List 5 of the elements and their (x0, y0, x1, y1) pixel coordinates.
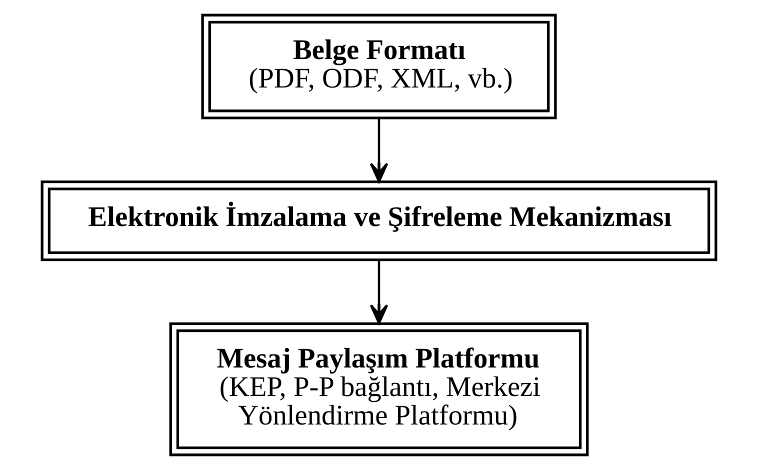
node-box: Mesaj Paylaşım Platformu (KEP, P-P bağlantı, Merkezi Yönlendirme Platformu) (169, 322, 589, 456)
node-box: Elektronik İmzalama ve Şifreleme Mekanizması (40, 180, 718, 262)
node-box: Belge Formatı (PDF, ODF, XML, vb.) (201, 14, 557, 120)
arrow (370, 118, 388, 183)
arrow (370, 260, 388, 324)
